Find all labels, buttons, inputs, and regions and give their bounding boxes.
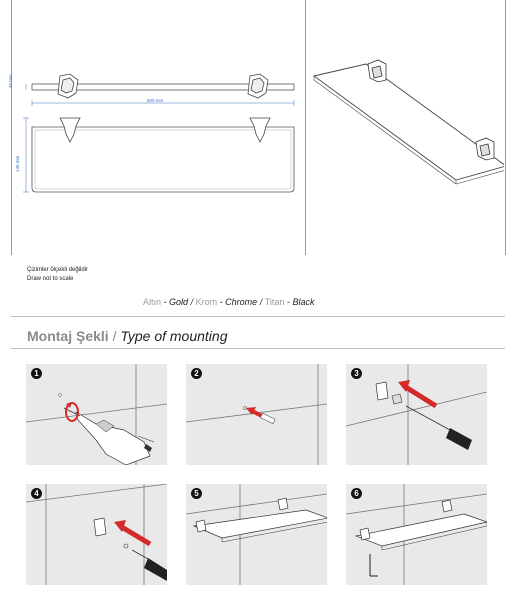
- finish-dash-2: -: [219, 297, 223, 307]
- step-panel-5: 5: [186, 484, 327, 585]
- scale-note: Çizimler ölçekli değildir Draw not to sc…: [27, 266, 88, 284]
- step-number-5: 5: [191, 488, 202, 499]
- step-number-2: 2: [191, 368, 202, 379]
- dimension-height: 140 mm: [15, 155, 20, 172]
- step-number-4: 4: [31, 488, 42, 499]
- mounting-title-en: Type of mounting: [120, 328, 228, 344]
- finish-gold-en: Gold: [169, 297, 189, 307]
- finish-chrome-en: Chrome: [225, 297, 258, 307]
- bracket-left-icon: [57, 73, 79, 99]
- screwdriver-bracket-icon: [346, 364, 487, 465]
- finish-dash-3: -: [286, 297, 290, 307]
- frame-line-left: [11, 0, 12, 255]
- finish-slash-2: /: [259, 297, 263, 307]
- front-view-drawing: [23, 117, 295, 193]
- frame-line-middle: [305, 0, 306, 255]
- front-bracket-left-icon: [59, 117, 81, 143]
- scale-note-tr: Çizimler ölçekli değildir: [27, 267, 89, 273]
- drill-icon: [26, 364, 167, 465]
- step-panel-2: 2: [186, 364, 327, 465]
- glass-shelf-icon: [186, 484, 327, 585]
- top-view-drawing: [25, 73, 295, 106]
- frame-line-right: [505, 0, 506, 255]
- step-panel-6: 6: [346, 484, 487, 585]
- mounting-title-tr: Montaj Şekli: [27, 328, 109, 344]
- finish-black-en: Black: [292, 297, 315, 307]
- mounting-title-separator: /: [112, 328, 117, 344]
- step-number-1: 1: [31, 368, 42, 379]
- finish-black-tr: Titan: [264, 297, 285, 307]
- scale-note-en: Draw not to scale: [27, 276, 74, 282]
- divider-top: [11, 316, 505, 317]
- bracket-right-icon: [247, 73, 269, 99]
- finish-gold-tr: Altın: [143, 297, 162, 307]
- step-number-3: 3: [351, 368, 362, 379]
- glass-shelf-level-icon: [346, 484, 487, 585]
- finish-options: Altın - Gold / Krom - Chrome / Titan - B…: [143, 297, 314, 307]
- dimension-depth: 40 mm: [8, 74, 13, 88]
- step-panel-4: 4: [26, 484, 167, 585]
- step-panel-3: 3: [346, 364, 487, 465]
- step-panel-1: 1: [26, 364, 167, 465]
- dimension-width: 500 mm: [147, 98, 164, 103]
- finish-slash-1: /: [190, 297, 194, 307]
- divider-title: [11, 348, 505, 349]
- finish-chrome-tr: Krom: [195, 297, 218, 307]
- perspective-view-drawing: [312, 59, 504, 185]
- front-bracket-right-icon: [249, 117, 271, 143]
- perspective-bracket-top-icon: [367, 59, 387, 83]
- wall-plug-icon: [186, 364, 327, 465]
- perspective-bracket-bottom-icon: [475, 137, 495, 161]
- step-number-6: 6: [351, 488, 362, 499]
- screwdriver-bracket-icon: [26, 484, 167, 585]
- finish-dash-1: -: [163, 297, 167, 307]
- mounting-title: Montaj Şekli / Type of mounting: [27, 328, 228, 344]
